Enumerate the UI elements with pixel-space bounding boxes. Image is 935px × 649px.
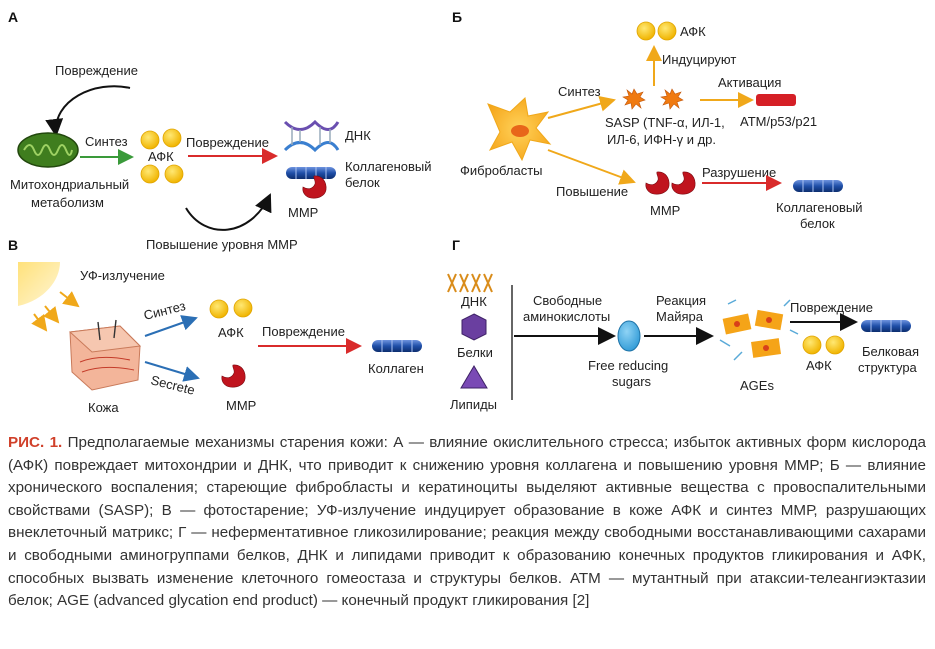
ages-cells-icon — [719, 299, 799, 361]
b-fibroblasts-label: Фибробласты — [460, 163, 543, 178]
a-mmp-label: MMP — [288, 205, 318, 220]
v-damage-label: Повреждение — [262, 324, 345, 339]
g-free-aa-label-2: аминокислоты — [523, 309, 610, 324]
panel-v-letter: В — [8, 237, 18, 253]
sugar-ellipse-icon — [617, 320, 641, 352]
v-ros-label: АФК — [218, 325, 244, 340]
v-synth-arrow — [144, 315, 198, 337]
g-sugars-label-1: Free reducing — [588, 358, 668, 373]
g-ros-label: АФК — [806, 358, 832, 373]
panel-g-letter: Г — [452, 237, 460, 253]
b-collagen-label-2: белок — [800, 216, 835, 231]
b-ros-top-cluster — [636, 21, 677, 41]
g-free-aa-label-1: Свободные — [533, 293, 602, 308]
b-synth-label: Синтез — [558, 84, 601, 99]
b-sasp-label-2: ИЛ-6, ИФН-γ и др. — [607, 132, 716, 147]
a-mmp-curved-arrow — [185, 193, 272, 231]
a-ros-label: АФК — [148, 149, 174, 164]
lipid-triangle-icon — [460, 365, 488, 389]
b-destruction-label: Разрушение — [702, 165, 776, 180]
a-synth-label: Синтез — [85, 134, 128, 149]
protein-hexagon-icon — [461, 313, 487, 341]
v-skin-label: Кожа — [88, 400, 119, 415]
a-damage-top-label: Повреждение — [55, 63, 138, 78]
b-collagen-label-1: Коллагеновый — [776, 200, 863, 215]
v-collagen-label: Коллаген — [368, 361, 424, 376]
v-collagen-icon — [371, 339, 423, 353]
b-activation-label: Активация — [718, 75, 781, 90]
a-damage-label: Повреждение — [186, 135, 269, 150]
b-atm-label: ATM/p53/p21 — [740, 114, 817, 129]
b-induce-label: Индуцируют — [662, 52, 736, 67]
g-dna-label: ДНК — [461, 294, 487, 309]
a-dna-label: ДНК — [345, 128, 371, 143]
g-ages-label: AGEs — [740, 378, 774, 393]
b-ros-label: АФК — [680, 24, 706, 39]
a-collagen-label-1: Коллагеновый — [345, 159, 432, 174]
b-increase-label: Повышение — [556, 184, 628, 199]
g-lipids-label: Липиды — [450, 397, 497, 412]
b-increase-arrow — [547, 149, 636, 185]
g-dna-icon — [447, 273, 493, 293]
g-ros-cluster — [802, 335, 845, 355]
v-uv-label: УФ-излучение — [80, 268, 165, 283]
v-mmp-label: MMP — [226, 398, 256, 413]
figure-diagram: А Повреждение Митохондриальный метаболиз… — [8, 9, 919, 415]
atm-bar-icon — [756, 94, 796, 106]
v-secrete-arrow — [144, 361, 200, 382]
a-damage-curved-arrow — [45, 85, 131, 137]
g-proteins-label: Белки — [457, 345, 493, 360]
b-sasp-label-1: SASP (TNF-α, ИЛ-1, — [605, 115, 725, 130]
g-sugars-label-2: sugars — [612, 374, 652, 389]
g-damage-label: Повреждение — [790, 300, 873, 315]
caption-lead: РИС. 1. — [8, 434, 63, 451]
a-mmp-icon — [302, 175, 327, 199]
b-mmp-label: MMP — [650, 203, 680, 218]
panel-b-letter: Б — [452, 9, 462, 25]
caption-text: Предполагаемые механизмы старения кожи: … — [8, 434, 926, 610]
a-mito-label-1: Митохондриальный — [10, 177, 129, 192]
a-mito-label-2: метаболизм — [31, 195, 104, 210]
dna-icon — [283, 119, 340, 153]
g-protein-label-2: структура — [858, 360, 918, 375]
sun-icon — [18, 262, 60, 306]
fibroblast-icon — [487, 96, 552, 162]
skin-icon — [68, 319, 142, 391]
a-mmp-increase-label: Повышение уровня ММР — [146, 237, 298, 252]
uv-rays — [31, 291, 80, 332]
v-mmp-icon — [221, 364, 246, 388]
figure-caption: РИС. 1. Предполагаемые механизмы старени… — [8, 432, 926, 613]
g-maillard-label-2: Майяра — [656, 309, 704, 324]
b-synth-arrow — [547, 95, 616, 119]
g-protein-label-1: Белковая — [862, 344, 919, 359]
v-synth-label: Синтез — [142, 298, 187, 323]
b-mmp-icon — [645, 171, 696, 195]
g-protein-structure-icon — [860, 319, 912, 333]
v-ros-cluster — [209, 298, 253, 319]
sasp-bursts-icon — [622, 88, 684, 110]
a-collagen-icon — [285, 166, 337, 180]
b-collagen-icon — [792, 179, 844, 193]
panel-a-letter: А — [8, 9, 18, 25]
mitochondrion-icon — [17, 132, 79, 168]
g-maillard-label-1: Реакция — [656, 293, 706, 308]
a-collagen-label-2: белок — [345, 175, 380, 190]
